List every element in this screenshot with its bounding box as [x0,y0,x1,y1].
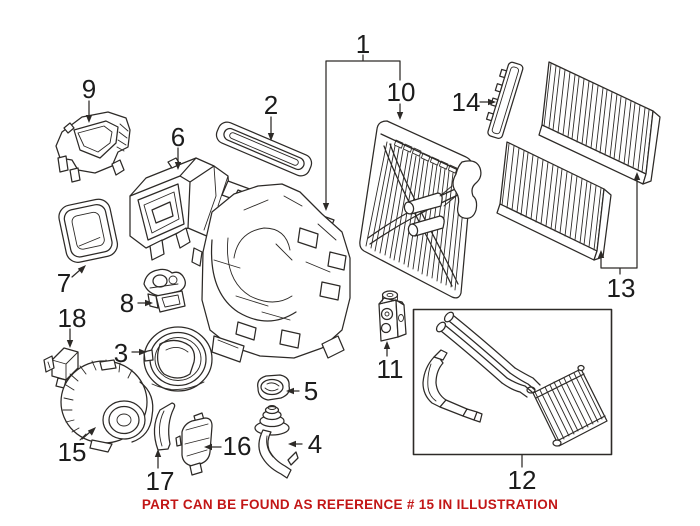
callout-4-label: 4 [308,429,322,459]
heater-core [526,364,608,447]
part-5-grommet [257,374,290,401]
callout-17-label: 17 [146,466,175,496]
callout-5: 5 [286,376,318,406]
callout-10: 10 [387,77,416,120]
callout-6-label: 6 [171,122,185,152]
callout-15: 15 [58,427,96,467]
callout-18: 18 [58,303,87,348]
callout-14: 14 [452,87,496,117]
heater-core-pipes [435,311,541,398]
part-3-circular-cover [143,326,213,392]
part-17-curved-strip [153,402,176,451]
callout-13-label: 13 [607,273,636,303]
part-13-cabin-filter-lower [496,141,612,261]
part-1-main-housing-assembly [191,180,351,363]
part-16-actuator [175,412,213,476]
callout-12-label: 12 [508,465,537,495]
callout-7-label: 7 [57,268,71,298]
callout-2-arrow [267,133,275,141]
callout-11-arrow [383,341,391,349]
part-7-square-seal [58,198,119,263]
footer-note: PART CAN BE FOUND AS REFERENCE # 15 IN I… [141,497,559,512]
callout-18-arrow [66,340,74,348]
callout-2: 2 [264,90,278,141]
heater-core-bracket [422,349,483,423]
callout-15-arrow [87,427,96,436]
callout-6-arrow [174,162,182,170]
callout-5-label: 5 [304,376,318,406]
part-12-heater-core-box [412,308,613,456]
callout-13-arrow-lower [597,250,605,258]
callout-3-label: 3 [114,338,128,368]
callout-13: 13 [597,172,641,303]
part-4-drain-hose [254,405,299,479]
callout-18-label: 18 [58,303,87,333]
callout-5-arrow [286,387,294,395]
callout-7: 7 [57,265,86,298]
part-9-air-duct-housing [55,111,131,183]
callout-8: 8 [120,288,153,318]
callout-9: 9 [82,74,96,123]
callout-9-arrow [85,115,93,123]
callout-13-arrow-upper [633,172,641,180]
callout-8-label: 8 [120,288,134,318]
callout-11: 11 [377,341,404,384]
callout-1: 1 [322,29,401,211]
part-15-blower-motor [60,359,154,453]
callout-8-arrow [145,299,153,307]
callout-17: 17 [146,449,175,496]
callout-16: 16 [204,431,251,461]
callout-4: 4 [288,429,322,459]
part-8-actuator [143,268,186,313]
callout-1-arrow [322,203,330,211]
callout-17-arrow [154,449,162,457]
callout-6: 6 [171,122,185,170]
part-10-evaporator [359,120,482,299]
callout-12: 12 [508,454,537,495]
callout-11-label: 11 [377,354,404,384]
callout-7-arrow [77,265,86,274]
callout-2-label: 2 [264,90,278,120]
callout-15-label: 15 [58,437,87,467]
callout-10-arrow [396,112,404,120]
part-2-seal-frame [215,121,313,177]
callout-10-label: 10 [387,77,416,107]
part-13-cabin-filter-upper [538,61,661,185]
part-14-bracket-strip [485,61,524,139]
part-6-distribution-housing [129,157,231,261]
callout-9-label: 9 [82,74,96,104]
callout-3-arrow [139,348,147,356]
callout-14-label: 14 [452,87,481,117]
part-11-expansion-valve [378,290,407,342]
callout-16-arrow [204,443,212,451]
callout-4-arrow [288,440,296,448]
callout-1-label: 1 [356,29,370,59]
callout-14-arrow [488,98,496,106]
callout-3: 3 [114,338,147,368]
callout-16-label: 16 [223,431,252,461]
part-18-sensor [43,347,79,389]
